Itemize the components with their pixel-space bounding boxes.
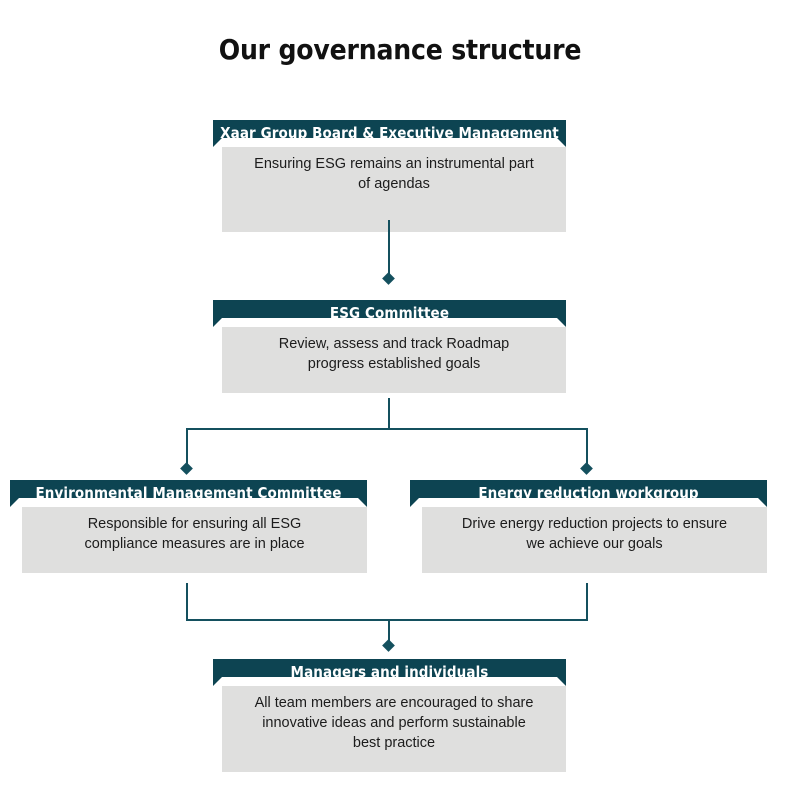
node-energy-reduction-workgroup-header: Energy reduction workgroup (410, 480, 767, 507)
node-managers-and-individuals-body: All team members are encouraged to share… (222, 686, 566, 772)
connector-esg-split-right-drop (586, 428, 588, 468)
node-board-header: Xaar Group Board & Executive Management (213, 120, 566, 147)
connector-merge-arrowhead (382, 639, 395, 652)
connector-merge-right-stem (586, 583, 588, 621)
connector-merge-bar (186, 619, 588, 621)
node-managers-and-individuals-body-line-1: All team members are encouraged to share (254, 695, 534, 711)
node-managers-and-individuals-body-line-2: innovative ideas and perform sustainable (262, 715, 526, 731)
connector-esg-split-left-arrowhead (180, 462, 193, 475)
node-environmental-management-committee-body: Responsible for ensuring all ESG complia… (22, 507, 367, 573)
node-managers-and-individuals-body-line-3: best practice (352, 735, 436, 751)
node-environmental-management-committee-header: Environmental Management Committee (10, 480, 367, 507)
page-title: Our governance structure (218, 33, 582, 66)
connector-esg-split-left-drop (186, 428, 188, 468)
connector-merge-left-stem (186, 583, 188, 621)
node-energy-reduction-workgroup-body-line-2: we achieve our goals (526, 536, 663, 552)
node-esg-committee-body-line-1: Review, assess and track Roadmap (278, 336, 510, 352)
node-esg-committee-header: ESG Committee (213, 300, 566, 327)
node-esg-committee-body-line-2: progress established goals (307, 356, 481, 372)
node-energy-reduction-workgroup-body-line-1: Drive energy reduction projects to ensur… (461, 516, 728, 532)
node-esg-committee-body: Review, assess and track Roadmap progres… (222, 327, 566, 393)
connector-board-to-esg-arrowhead (382, 272, 395, 285)
node-environmental-management-committee-body-line-1: Responsible for ensuring all ESG (87, 516, 302, 532)
connector-merge-drop (388, 619, 390, 648)
connector-esg-split-right-arrowhead (580, 462, 593, 475)
node-managers-and-individuals-header: Managers and individuals (213, 659, 566, 686)
node-board-body-line-1: Ensuring ESG remains an instrumental par… (254, 156, 534, 172)
node-board-body-line-2: of agendas (358, 176, 430, 192)
node-board-body: Ensuring ESG remains an instrumental par… (222, 147, 566, 232)
connector-esg-split-bar (186, 428, 588, 430)
connector-esg-split-stem (388, 398, 390, 430)
node-energy-reduction-workgroup-body: Drive energy reduction projects to ensur… (422, 507, 767, 573)
node-environmental-management-committee-body-line-2: compliance measures are in place (84, 536, 305, 552)
connector-board-to-esg-line (388, 220, 390, 277)
